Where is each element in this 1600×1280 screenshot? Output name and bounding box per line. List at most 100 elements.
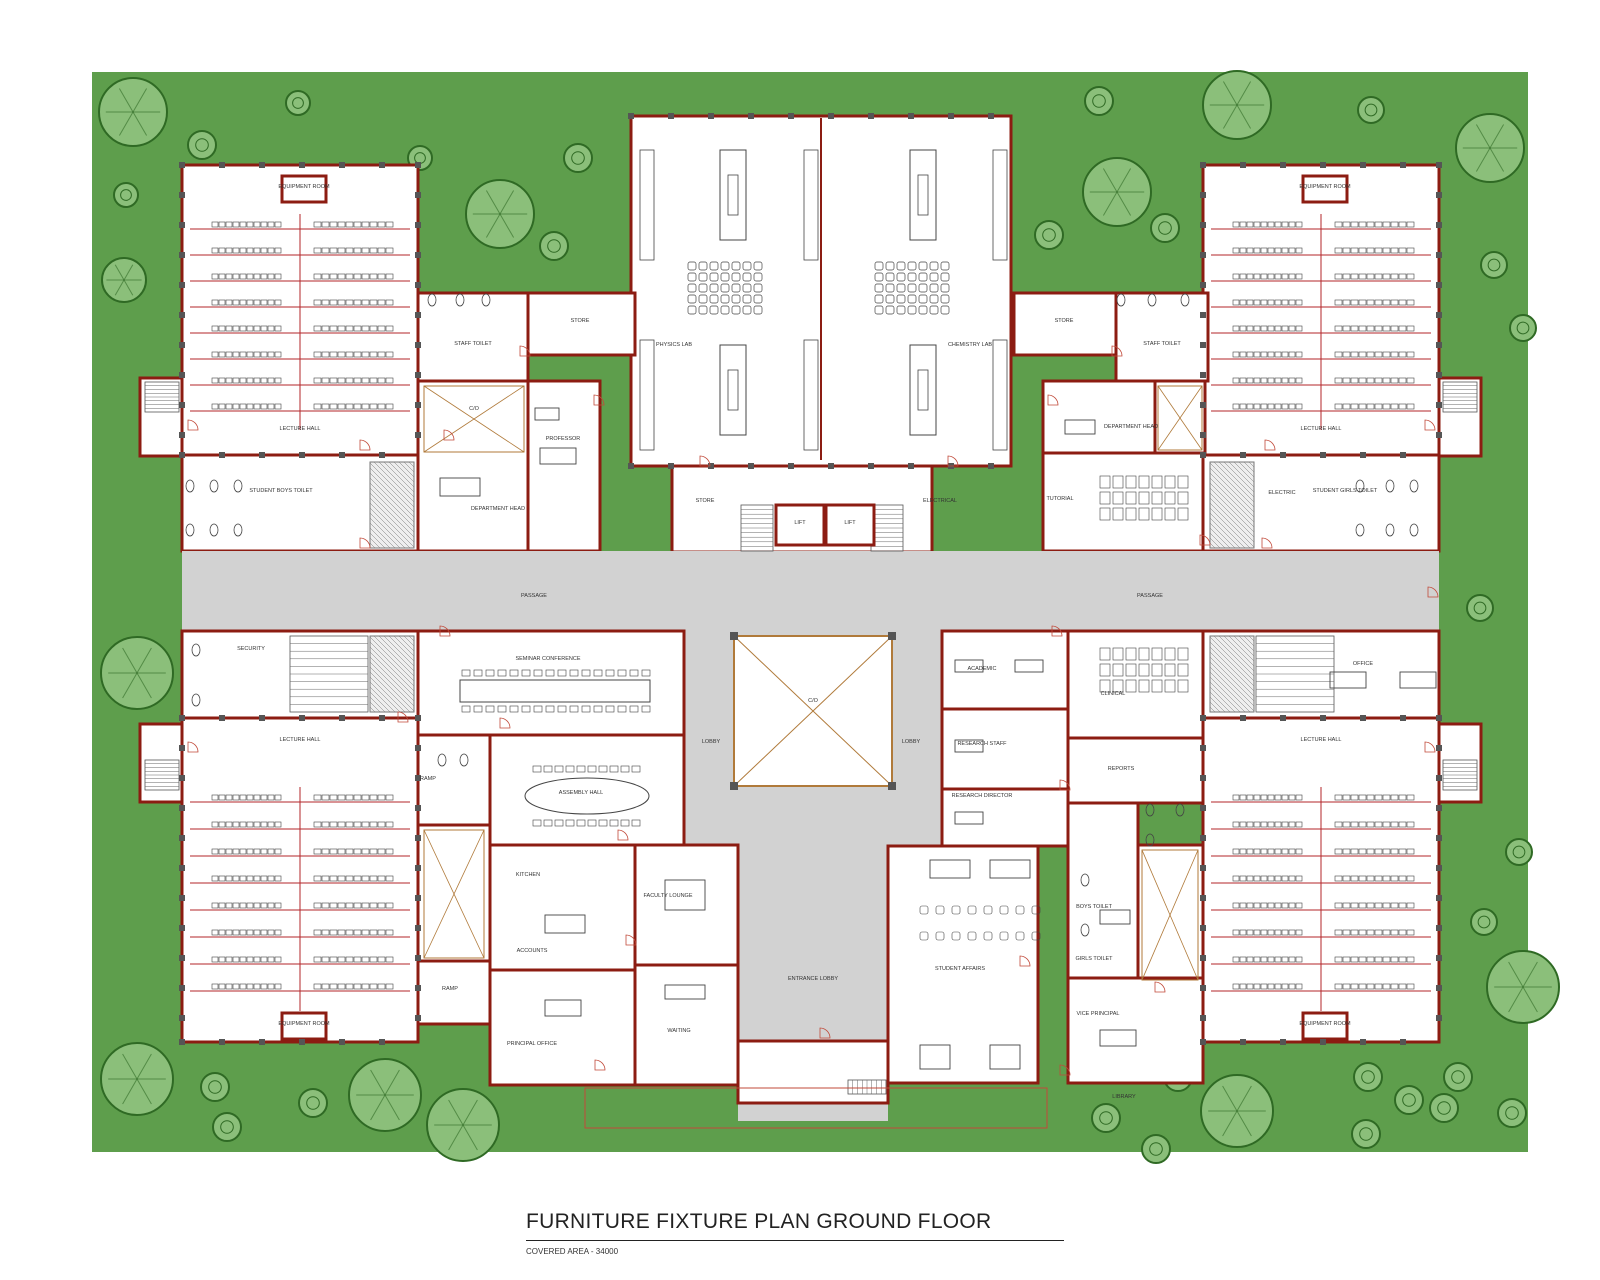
chair-icon xyxy=(874,305,884,315)
wc-icon xyxy=(459,753,469,767)
tree-canopy xyxy=(1443,1062,1473,1092)
seat-icon xyxy=(345,848,354,855)
room-label-equipment-room-se: EQUIPMENT ROOM xyxy=(1299,1021,1351,1027)
seat-icon xyxy=(1239,794,1247,801)
seat-icon xyxy=(321,377,330,384)
toilet-fixtures xyxy=(185,293,1419,937)
chair-icon xyxy=(935,905,945,915)
seat-icon xyxy=(1382,325,1391,332)
desk-icon xyxy=(989,1044,1021,1070)
hatch-line xyxy=(398,635,415,652)
column-icon xyxy=(179,1039,185,1045)
hatch-line xyxy=(369,507,411,549)
seat-icon xyxy=(1374,902,1383,909)
tree-core xyxy=(1477,915,1491,929)
desk-icon xyxy=(1177,647,1189,661)
seat-icon xyxy=(1246,821,1254,828)
seat-icon xyxy=(1390,794,1399,801)
desk-icon xyxy=(1099,909,1131,925)
seat-icon xyxy=(1274,325,1282,332)
seat-icon xyxy=(329,299,338,306)
seat-icon xyxy=(267,848,275,855)
seat-icon xyxy=(1274,351,1282,358)
void-diag xyxy=(423,385,525,453)
tree-icon xyxy=(1509,314,1537,342)
seat-icon xyxy=(1232,221,1240,228)
room-label-passage-e: PASSAGE xyxy=(1137,593,1163,599)
seat-icon xyxy=(1374,221,1383,228)
wall-counter xyxy=(639,339,655,451)
seat-icon xyxy=(1267,351,1275,358)
seat-icon xyxy=(1281,956,1289,963)
column-icon xyxy=(1436,372,1442,378)
seat-icon xyxy=(211,983,219,990)
hatch-line xyxy=(1209,512,1246,549)
column-icon xyxy=(1400,162,1406,168)
column-icon xyxy=(415,312,421,318)
seat-icon xyxy=(313,377,322,384)
column-icon xyxy=(1200,252,1206,258)
seat-icon xyxy=(225,299,233,306)
seat-icon xyxy=(1232,848,1240,855)
column-icon xyxy=(1436,282,1442,288)
wc-icon xyxy=(1080,923,1090,937)
tree-icon xyxy=(1150,213,1180,243)
tree-icon xyxy=(187,130,217,160)
column-icon xyxy=(1436,715,1442,721)
hatch-line xyxy=(1209,661,1255,707)
seat-icon xyxy=(353,377,362,384)
chair-icon xyxy=(631,819,641,827)
seat-icon xyxy=(253,247,261,254)
room-label-ramp: RAMP xyxy=(420,776,436,782)
column-icon xyxy=(1200,985,1206,991)
seat-icon xyxy=(1406,299,1415,306)
chair-icon xyxy=(557,705,567,713)
room-equipment-ne xyxy=(1301,174,1349,204)
column-icon xyxy=(379,715,385,721)
seat-icon xyxy=(1253,821,1261,828)
tree-core xyxy=(208,1080,222,1094)
seat-icon xyxy=(1406,848,1415,855)
column-icon xyxy=(1400,715,1406,721)
stair-se xyxy=(1255,635,1335,713)
chair-icon xyxy=(919,905,929,915)
seat-icon xyxy=(321,403,330,410)
seat-icon xyxy=(232,325,240,332)
hatch-line xyxy=(369,512,406,549)
room-accounts xyxy=(488,843,637,972)
chair-icon xyxy=(731,261,741,271)
seat-icon xyxy=(1390,221,1399,228)
seat-icon xyxy=(1390,983,1399,990)
seat-icon xyxy=(1358,325,1367,332)
seat-icon xyxy=(345,794,354,801)
seat-icon xyxy=(1358,221,1367,228)
seat-icon xyxy=(1390,929,1399,936)
column-icon xyxy=(1436,312,1442,318)
seat-icon xyxy=(329,794,338,801)
seat-icon xyxy=(361,377,370,384)
seat-icon xyxy=(218,848,226,855)
seat-icon xyxy=(353,875,362,882)
seat-icon xyxy=(211,821,219,828)
hatch-line xyxy=(1209,467,1255,513)
seat-icon xyxy=(353,299,362,306)
seat-icon xyxy=(246,299,254,306)
chair-icon xyxy=(967,931,977,941)
seat-icon xyxy=(1358,929,1367,936)
chair-icon xyxy=(885,294,895,304)
hatch-line xyxy=(1209,701,1221,713)
tree-icon xyxy=(1202,70,1272,140)
hatch-line xyxy=(1209,666,1255,712)
seat-icon xyxy=(1358,821,1367,828)
seat-icon xyxy=(211,929,219,936)
wc-icon xyxy=(1180,293,1190,307)
desk-icon xyxy=(1064,419,1096,435)
door-swing-icon xyxy=(1051,625,1063,637)
door-swing-icon xyxy=(439,625,451,637)
hatch-line xyxy=(1209,507,1251,549)
hatch-line xyxy=(1209,691,1231,713)
seat-icon xyxy=(313,848,322,855)
door-swing-icon xyxy=(499,717,511,729)
seat-icon xyxy=(260,875,268,882)
hatch-line xyxy=(383,461,415,493)
